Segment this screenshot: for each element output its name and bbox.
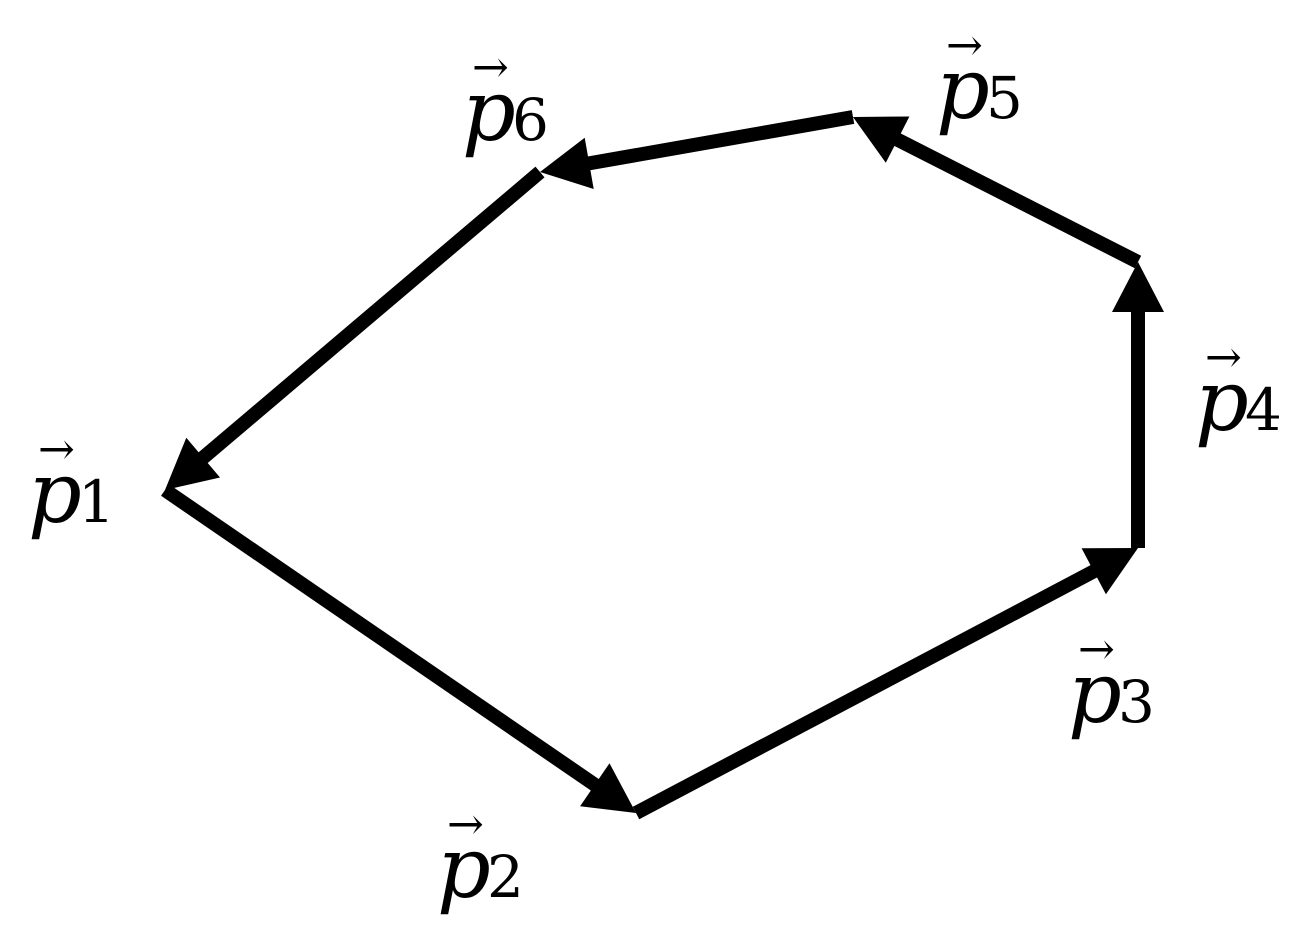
label-p6: → p 6 [462, 42, 549, 160]
label-p4: → p 4 [1195, 332, 1282, 450]
arrowhead-icon [540, 137, 594, 189]
label-base: p [1068, 644, 1122, 742]
label-base: p [462, 62, 516, 160]
vector-arrow-icon: → [1205, 332, 1242, 383]
label-subscript: 3 [1118, 668, 1155, 736]
vector-arrow-icon: → [447, 799, 484, 850]
vertex-labels: → p 1 → p 2 → p 3 → p 4 → p 5 → [28, 20, 1282, 917]
label-base: p [437, 819, 491, 917]
label-p5: → p 5 [936, 20, 1023, 138]
arrowhead-icon [1112, 262, 1164, 312]
label-subscript: 4 [1245, 376, 1282, 444]
vector-arrow-icon: → [38, 424, 75, 475]
vector-edge-p2-p3 [632, 563, 1101, 820]
polygon-edges [161, 110, 1164, 820]
arrowhead-icon [1081, 548, 1138, 595]
label-base: p [28, 444, 82, 542]
label-p2: → p 2 [437, 799, 524, 917]
vector-arrow-icon: → [1078, 624, 1115, 675]
vector-edge-p5-p6 [584, 110, 855, 171]
label-base: p [936, 40, 990, 138]
vector-edge-p1-p2 [161, 484, 603, 793]
label-p3: → p 3 [1068, 624, 1155, 742]
label-base: p [1195, 352, 1249, 450]
vector-edge-p6-p1 [195, 166, 545, 466]
vector-edge-p4-p5 [890, 131, 1142, 269]
label-subscript: 5 [986, 64, 1023, 132]
arrowhead-icon [580, 763, 636, 813]
arrowhead-icon [165, 437, 220, 490]
label-subscript: 6 [512, 86, 549, 154]
label-subscript: 1 [78, 468, 115, 536]
vector-arrow-icon: → [946, 20, 983, 71]
arrowhead-icon [853, 116, 910, 163]
label-subscript: 2 [487, 843, 524, 911]
vector-arrow-icon: → [472, 42, 509, 93]
label-p1: → p 1 [28, 424, 115, 542]
